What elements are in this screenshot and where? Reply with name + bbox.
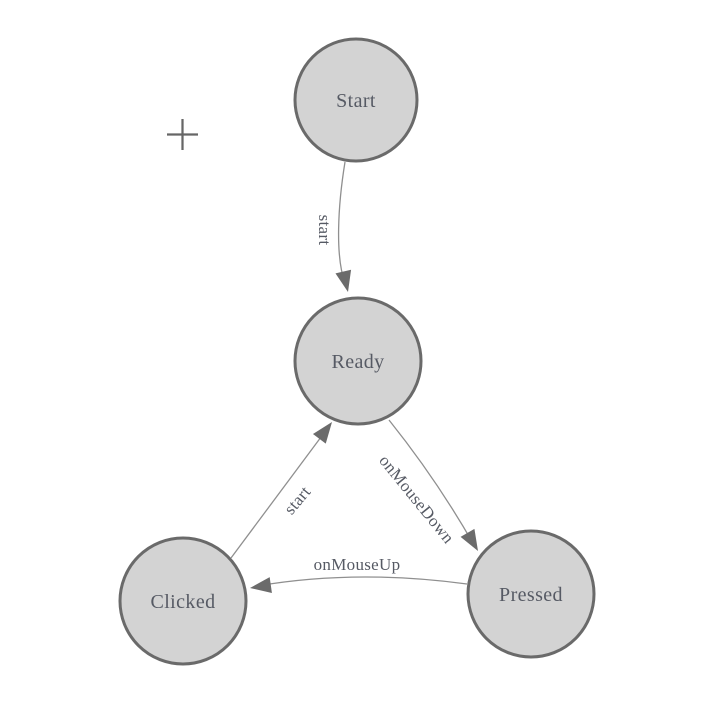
state-node-pressed[interactable]: Pressed: [466, 529, 596, 659]
edge-line-start-to-ready[interactable]: [337, 161, 346, 284]
arrowhead-icon: [250, 577, 272, 593]
node-label-ready: Ready: [331, 351, 384, 373]
edge-line-clicked-to-ready[interactable]: [230, 428, 328, 559]
edge-label-clicked-to-ready: start: [280, 482, 314, 518]
node-label-clicked: Clicked: [150, 591, 215, 613]
node-label-pressed: Pressed: [499, 584, 563, 606]
edge-label-pressed-to-clicked: onMouseUp: [314, 555, 401, 574]
arrowhead-icon: [460, 528, 478, 551]
node-circle-clicked[interactable]: [118, 536, 248, 666]
state-node-ready[interactable]: Ready: [293, 296, 423, 426]
node-circle-pressed[interactable]: [466, 529, 596, 659]
node-circle-start[interactable]: [293, 37, 419, 163]
transition-edge-pressed-to-clicked: onMouseUp: [250, 555, 468, 593]
transition-edge-clicked-to-ready: start: [230, 422, 332, 559]
node-label-start: Start: [336, 90, 376, 112]
crosshair-cursor-icon: [167, 119, 198, 150]
edge-line-ready-to-pressed[interactable]: [388, 419, 475, 546]
state-node-clicked[interactable]: Clicked: [118, 536, 248, 666]
edge-label-start-to-ready: start: [315, 215, 334, 246]
state-node-start[interactable]: Start: [293, 37, 419, 163]
transition-edge-ready-to-pressed: onMouseDown: [375, 419, 478, 551]
arrowhead-icon: [335, 269, 352, 292]
cursor-layer: [167, 119, 198, 150]
edge-line-pressed-to-clicked[interactable]: [256, 576, 468, 587]
node-circle-ready[interactable]: [293, 296, 423, 426]
transition-edge-start-to-ready: start: [315, 161, 352, 292]
arrowhead-icon: [312, 422, 332, 444]
